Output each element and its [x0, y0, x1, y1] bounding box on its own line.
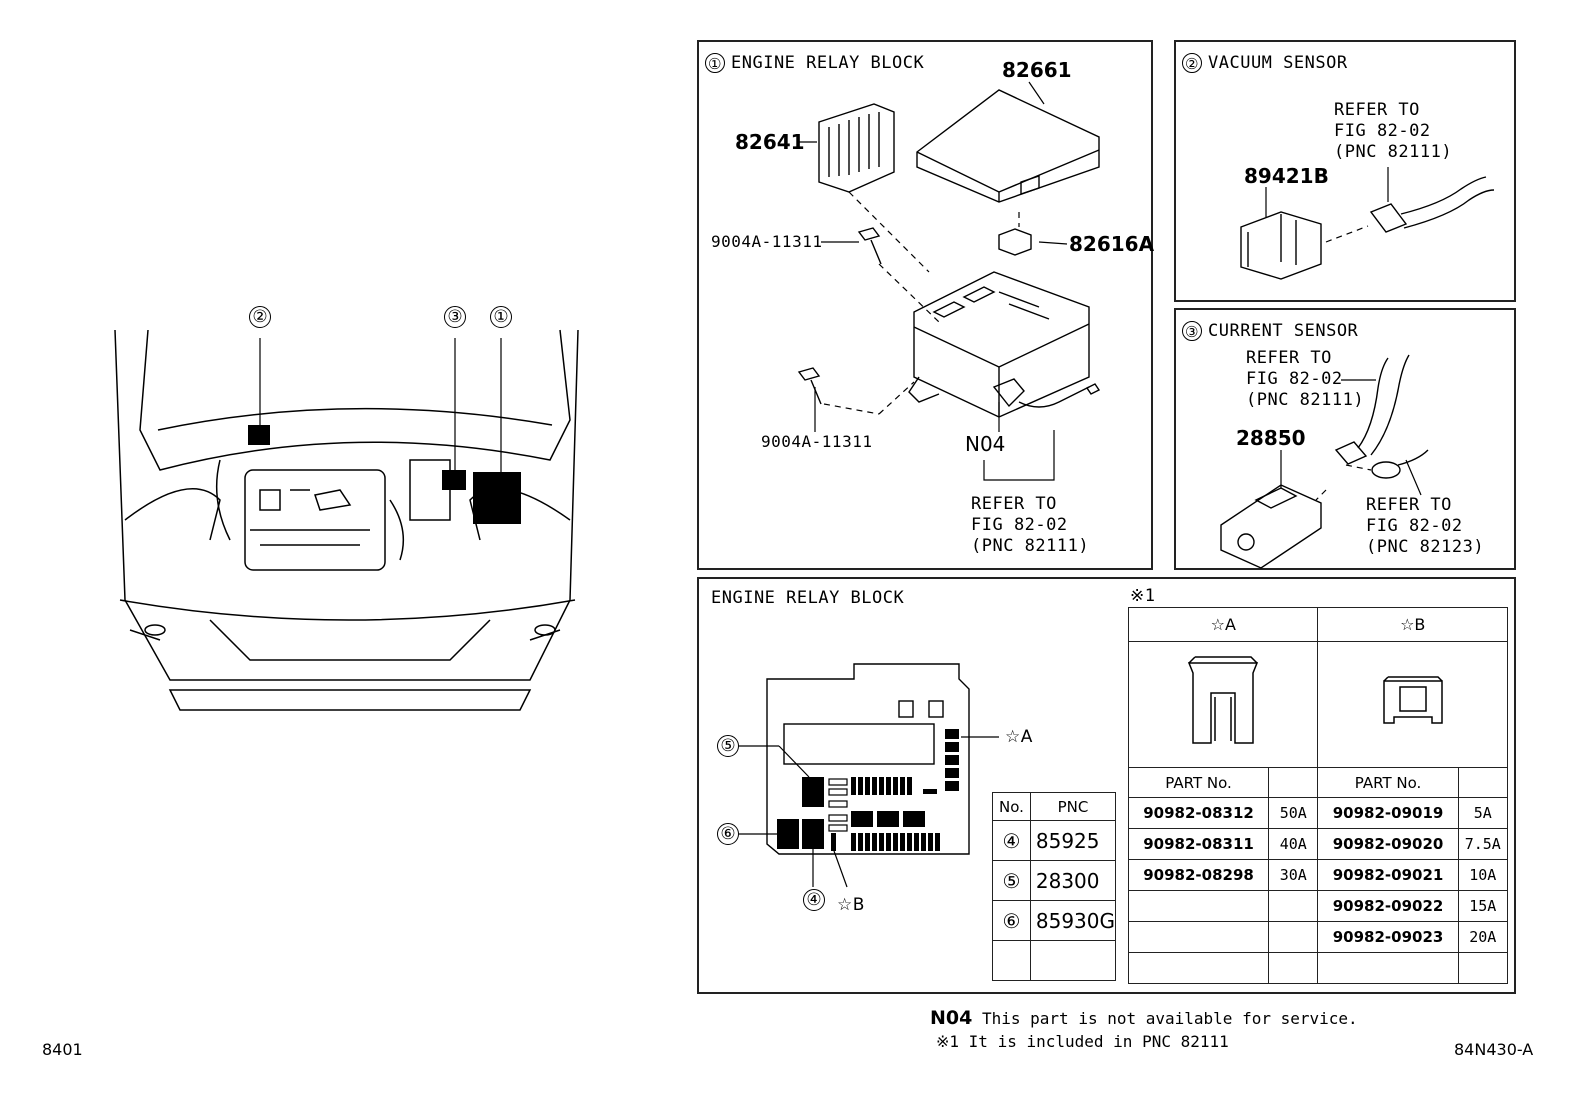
fuse-part-table: ☆A ☆B	[1127, 607, 1509, 984]
fuse-a-part	[1127, 921, 1270, 953]
fuse-b-illustration-cell	[1317, 641, 1508, 768]
footnote-n04-code: N04	[930, 1007, 973, 1029]
fuse-b-rating: 7.5A	[1457, 828, 1509, 860]
star-b-marker: ☆B	[837, 895, 865, 915]
fuse-a-part	[1127, 952, 1270, 984]
callout-5: ⑤	[717, 735, 739, 757]
fuse-b-part: 90982-09022	[1317, 890, 1459, 922]
panel3-refer-bottom-line-2: FIG 82-02	[1366, 516, 1463, 536]
fuse-b-rating	[1457, 952, 1509, 984]
fuse-a-rating: 50A	[1268, 797, 1319, 829]
page-number-left: 8401	[42, 1040, 83, 1059]
fuse-b-part: 90982-09020	[1317, 828, 1459, 860]
part-28850: 28850	[1236, 426, 1306, 450]
pnc-row-no	[992, 940, 1031, 981]
fuse-b-part	[1317, 952, 1459, 984]
fuse-a-part: 90982-08298	[1127, 859, 1270, 891]
fuse-col-b-header: ☆B	[1317, 607, 1508, 642]
part-82661: 82661	[1002, 58, 1072, 82]
panel3-refer-top-line-2: FIG 82-02	[1246, 369, 1343, 389]
fuse-a-rating	[1268, 921, 1319, 953]
fuse-a-illustration-cell	[1127, 641, 1319, 768]
callout-6: ⑥	[717, 823, 739, 845]
panel4-title: ENGINE RELAY BLOCK	[711, 588, 905, 608]
fuse-b-rating: 20A	[1457, 921, 1509, 953]
pnc-row-no: ④	[992, 820, 1031, 861]
fuse-b-rating: 15A	[1457, 890, 1509, 922]
current-sensor-drawing	[1220, 354, 1429, 569]
star-a-marker: ☆A	[1005, 727, 1033, 747]
pnc-row-value	[1029, 940, 1117, 981]
relay-block-layout-diagram	[739, 663, 999, 888]
fuse-b-part: 90982-09021	[1317, 859, 1459, 891]
pnc-header-no: No.	[992, 792, 1031, 821]
callout-4: ④	[803, 889, 825, 911]
panel2-refer-line-1: REFER TO	[1334, 100, 1420, 120]
fuse-a-rating	[1268, 890, 1319, 922]
pnc-row-no: ⑤	[992, 860, 1031, 901]
footnote-n04-text: This part is not available for service.	[981, 1009, 1358, 1028]
relay-block-exploded-drawing	[797, 81, 1101, 481]
fuse-col-a-header: ☆A	[1127, 607, 1319, 642]
pnc-table: No. PNC ④ 85925 ⑤ 28300 ⑥ 85930G	[992, 792, 1117, 981]
fuse-a-rating: 40A	[1268, 828, 1319, 860]
panel3-refer-bottom-line-1: REFER TO	[1366, 495, 1452, 515]
pnc-row-value: 85930G	[1029, 900, 1117, 941]
panel3-refer-bottom-line-3: (PNC 82123)	[1366, 537, 1485, 557]
panel3-refer-top-line-3: (PNC 82111)	[1246, 390, 1365, 410]
part-82616a: 82616A	[1069, 232, 1155, 256]
footnote-note1: ※1 It is included in PNC 82111	[936, 1032, 1229, 1051]
fuse-b-part: 90982-09023	[1317, 921, 1459, 953]
pnc-row-value: 85925	[1029, 820, 1117, 861]
illustration-code: 84N430-A	[1454, 1040, 1534, 1059]
panel1-refer-line-1: REFER TO	[971, 494, 1057, 514]
callout-engine-relay-block: ①	[490, 306, 512, 328]
callout-vacuum-sensor: ②	[249, 306, 271, 328]
panel2-refer-line-3: (PNC 82111)	[1334, 142, 1453, 162]
panel2-refer-line-2: FIG 82-02	[1334, 121, 1431, 141]
fuse-a-icon	[1188, 655, 1259, 744]
note-mark-1: ※1	[1130, 586, 1156, 606]
part-9004a-bottom: 9004A-11311	[761, 432, 873, 451]
fuse-a-partno-header: PART No.	[1127, 767, 1270, 798]
fuse-b-partno-header: PART No.	[1317, 767, 1459, 798]
vacuum-sensor-drawing	[1240, 167, 1495, 280]
part-89421b: 89421B	[1244, 164, 1329, 188]
panel1-refer-line-3: (PNC 82111)	[971, 536, 1090, 556]
fuse-b-part: 90982-09019	[1317, 797, 1459, 829]
panel3-refer-top-line-1: REFER TO	[1246, 348, 1332, 368]
fuse-a-part	[1127, 890, 1270, 922]
fuse-b-rating-header	[1457, 767, 1509, 798]
panel1-refer-line-2: FIG 82-02	[971, 515, 1068, 535]
vehicle-engine-bay-illustration	[114, 329, 579, 711]
part-9004a-top: 9004A-11311	[711, 232, 823, 251]
pnc-row-no: ⑥	[992, 900, 1031, 941]
fuse-b-icon	[1382, 675, 1443, 724]
pnc-row-value: 28300	[1029, 860, 1117, 901]
part-82641: 82641	[735, 130, 805, 154]
callout-current-sensor: ③	[444, 306, 466, 328]
fuse-a-part: 90982-08312	[1127, 797, 1270, 829]
panel-relay-layout: ENGINE RELAY BLOCK ※1	[697, 577, 1516, 994]
fuse-a-rating	[1268, 952, 1319, 984]
fuse-a-part: 90982-08311	[1127, 828, 1270, 860]
fuse-b-rating: 10A	[1457, 859, 1509, 891]
fuse-a-rating: 30A	[1268, 859, 1319, 891]
fuse-b-rating: 5A	[1457, 797, 1509, 829]
footnote-n04: N04 This part is not available for servi…	[930, 1007, 1358, 1029]
pnc-header-pnc: PNC	[1029, 792, 1117, 821]
fuse-a-rating-header	[1268, 767, 1319, 798]
part-n04: N04	[965, 432, 1006, 456]
